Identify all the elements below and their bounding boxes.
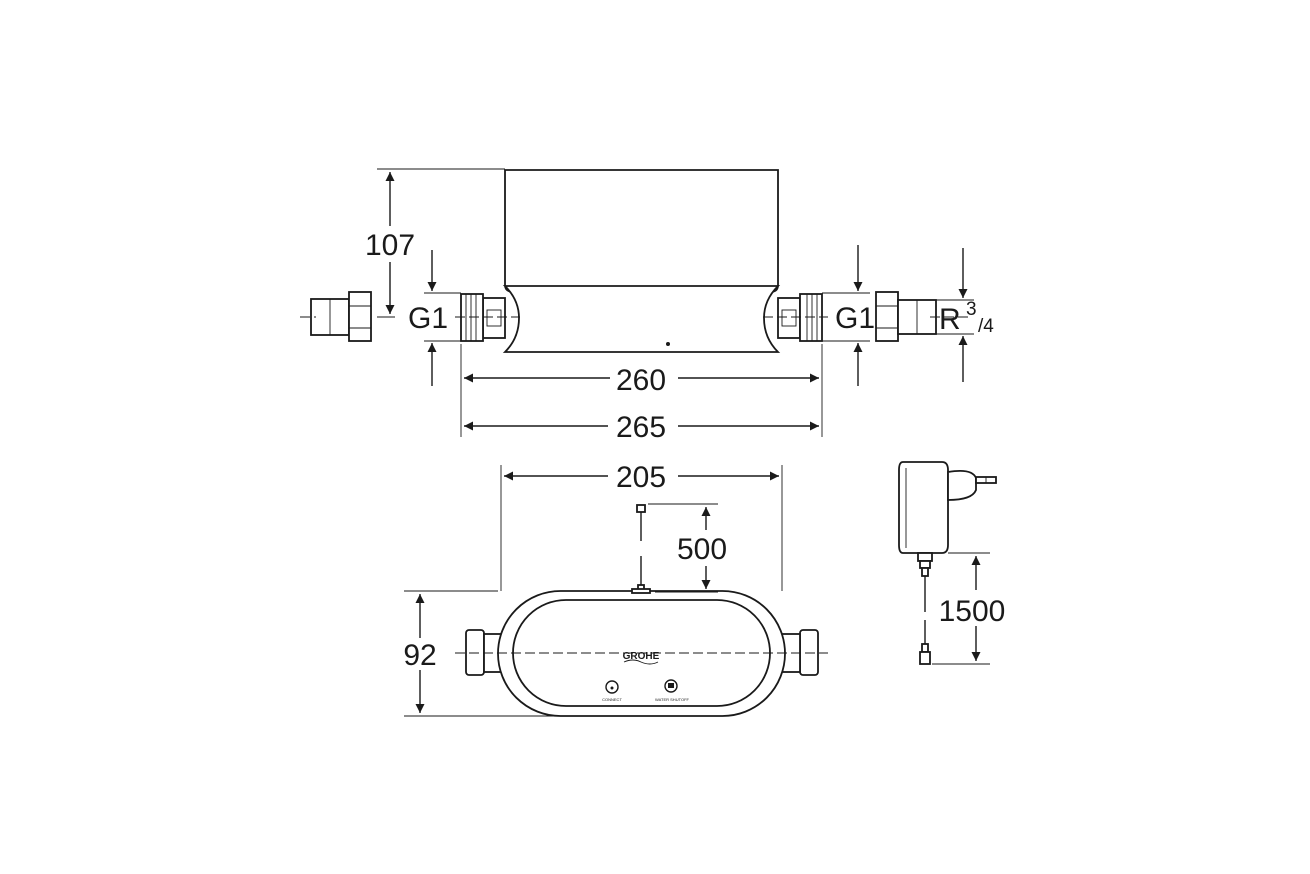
brand-logo: GROHE (623, 651, 660, 662)
dim-thread-outer-den: /4 (978, 316, 994, 337)
dim-thread-right: G1 (822, 245, 875, 386)
shutoff-button-label: WATER SHUTOFF (655, 697, 689, 702)
dim-length-outer-label: 265 (616, 411, 666, 444)
dim-sensor-cable: 500 (648, 503, 727, 593)
dim-thread-outer-num: 3 (966, 299, 977, 320)
connect-button[interactable] (605, 680, 619, 694)
dim-length: 260 265 (460, 344, 823, 444)
pipe-left-collar (460, 293, 484, 342)
dim-sensor-cable-label: 500 (677, 533, 727, 566)
side-view (300, 169, 972, 353)
dim-thread-outer-prefix: R (939, 303, 961, 336)
brand-wave (623, 659, 659, 665)
pipe-right-collar (799, 293, 823, 342)
dim-length-inner-label: 260 (616, 364, 666, 397)
dim-height-top: 107 (365, 168, 505, 318)
wifi-icon (610, 686, 614, 690)
dim-power-cable-label: 1500 (939, 595, 1006, 628)
fitting-left (310, 291, 372, 342)
fitting-right (875, 291, 937, 342)
power-adapter (898, 461, 997, 665)
housing-lower (502, 285, 781, 353)
pipe-right (777, 297, 801, 339)
dim-thread-left-label: G1 (408, 302, 448, 335)
dim-height-front: 92 (403, 590, 560, 717)
connect-button-label: CONNECT (602, 697, 622, 702)
valve-icon (668, 683, 674, 688)
sensor-cable (631, 504, 651, 594)
dim-height-top-label: 107 (365, 229, 415, 262)
pipe-left (482, 297, 506, 339)
dim-power-cable: 1500 (932, 552, 1006, 665)
dim-thread-outer: R 3 /4 (936, 248, 994, 382)
shutoff-button[interactable] (664, 679, 678, 693)
housing-top (504, 169, 779, 293)
dim-thread-right-label: G1 (835, 302, 875, 335)
front-view: GROHE CONNECT WATER SHUTOFF (455, 504, 828, 717)
indicator-dot (666, 342, 670, 346)
dim-width: 205 (500, 461, 783, 591)
dim-thread-left: G1 (408, 250, 461, 386)
dim-width-label: 205 (616, 461, 666, 494)
dim-height-front-label: 92 (403, 639, 436, 672)
